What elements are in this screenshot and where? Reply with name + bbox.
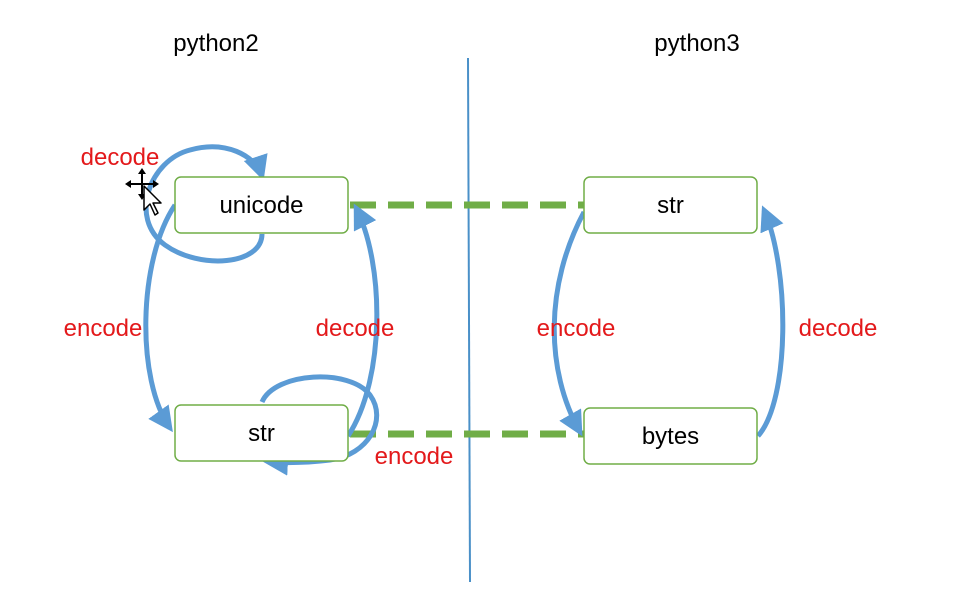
p2-unicode-label: unicode [219,192,303,219]
python3-heading: python3 [654,30,739,57]
p3-encode-down-arrow [551,210,587,437]
p3-str-label: str [657,192,684,219]
p3-bytes-label: bytes [642,423,699,450]
p2-str-node: str [174,404,349,462]
p3-decode-up-arrow [756,205,786,438]
p3-str-node: str [583,176,758,234]
p2-str-label: str [248,420,275,447]
move-cursor-icon [125,168,162,216]
p2-decode-loop-label: decode [81,144,160,171]
p2-unicode-node: unicode [174,176,349,234]
p3-encode-down-label: encode [537,315,616,342]
center-divider [467,57,471,583]
p2-decode-up-arrow [345,203,380,438]
p2-encode-loop-arrow [259,374,380,476]
p2-encode-down-arrow [143,203,178,433]
python2-heading: python2 [173,30,258,57]
p2-encode-down-label: encode [64,315,143,342]
p2-decode-up-label: decode [316,315,395,342]
p3-decode-up-label: decode [799,315,878,342]
p2-encode-loop-label: encode [375,443,454,470]
p3-bytes-node: bytes [583,407,758,465]
